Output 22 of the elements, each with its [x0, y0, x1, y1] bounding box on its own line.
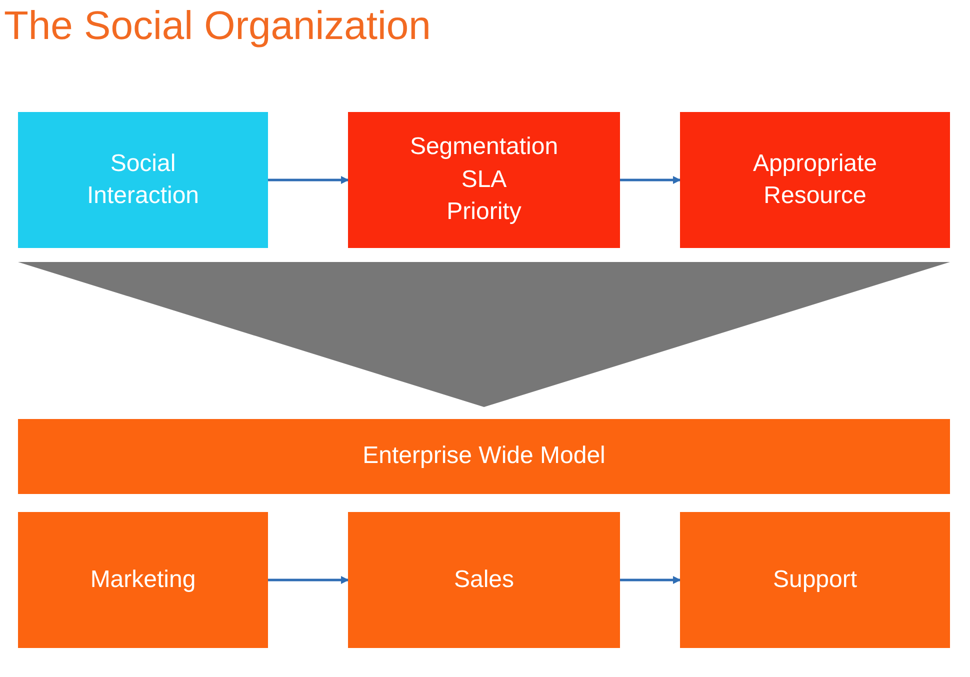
- title: The Social Organization: [4, 4, 431, 49]
- box-label: Support: [772, 564, 858, 595]
- box-label: Priority: [446, 197, 522, 228]
- process-box: [680, 512, 950, 648]
- process-box: [348, 512, 620, 648]
- process-box: [18, 512, 268, 648]
- box-label: Appropriate Resource: [752, 148, 878, 211]
- box-label: Social Interaction: [86, 148, 200, 211]
- box-label: Sales: [454, 564, 514, 595]
- process-box: [18, 419, 950, 494]
- arrow: [620, 576, 681, 584]
- process-box: [18, 112, 268, 248]
- process-box: [348, 112, 620, 248]
- box-label: Enterprise Wide Model: [362, 441, 606, 472]
- arrow: [268, 176, 349, 184]
- arrow: [268, 576, 349, 584]
- box-label: SLA: [461, 164, 507, 195]
- box-label: Segmentation: [410, 132, 558, 162]
- process-box: [680, 112, 950, 248]
- box-label: Marketing: [90, 564, 196, 595]
- arrow: [620, 176, 681, 184]
- funnel-triangle: [18, 262, 950, 407]
